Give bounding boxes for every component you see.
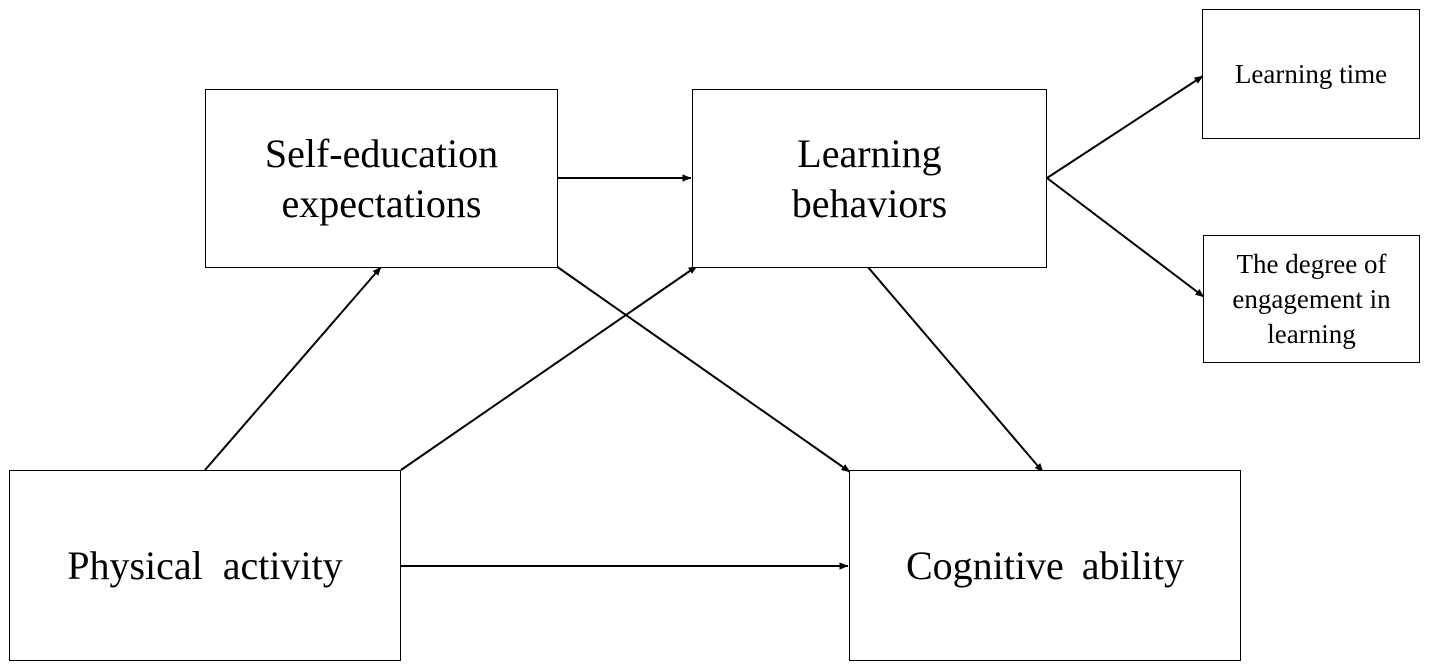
node-cognitive-ability: Cognitive ability xyxy=(849,470,1241,661)
node-label: Cognitive ability xyxy=(906,542,1184,588)
node-learning-time: Learning time xyxy=(1202,9,1420,139)
node-label: Learning time xyxy=(1234,58,1388,89)
node-label: Self-education expectations xyxy=(264,130,499,226)
arrow-learning-behaviors-to-engagement xyxy=(1046,177,1205,298)
node-self-education-expectations: Self-education expectations xyxy=(205,89,558,268)
node-engagement-in-learning: The degree of engagement in learning xyxy=(1203,235,1420,363)
node-label: Learning behaviors xyxy=(791,130,948,226)
arrow-physical-to-self-education xyxy=(204,266,382,471)
node-label: The degree of engagement in learning xyxy=(1232,248,1391,349)
arrow-physical-to-learning-behaviors xyxy=(400,265,698,471)
arrow-self-education-to-cognitive xyxy=(555,265,851,473)
arrow-learning-behaviors-to-learning-time xyxy=(1046,75,1204,179)
arrow-learning-behaviors-to-cognitive xyxy=(866,265,1044,473)
node-learning-behaviors: Learning behaviors xyxy=(692,89,1047,268)
node-label: Physical activity xyxy=(67,542,343,588)
node-physical-activity: Physical activity xyxy=(9,470,401,661)
